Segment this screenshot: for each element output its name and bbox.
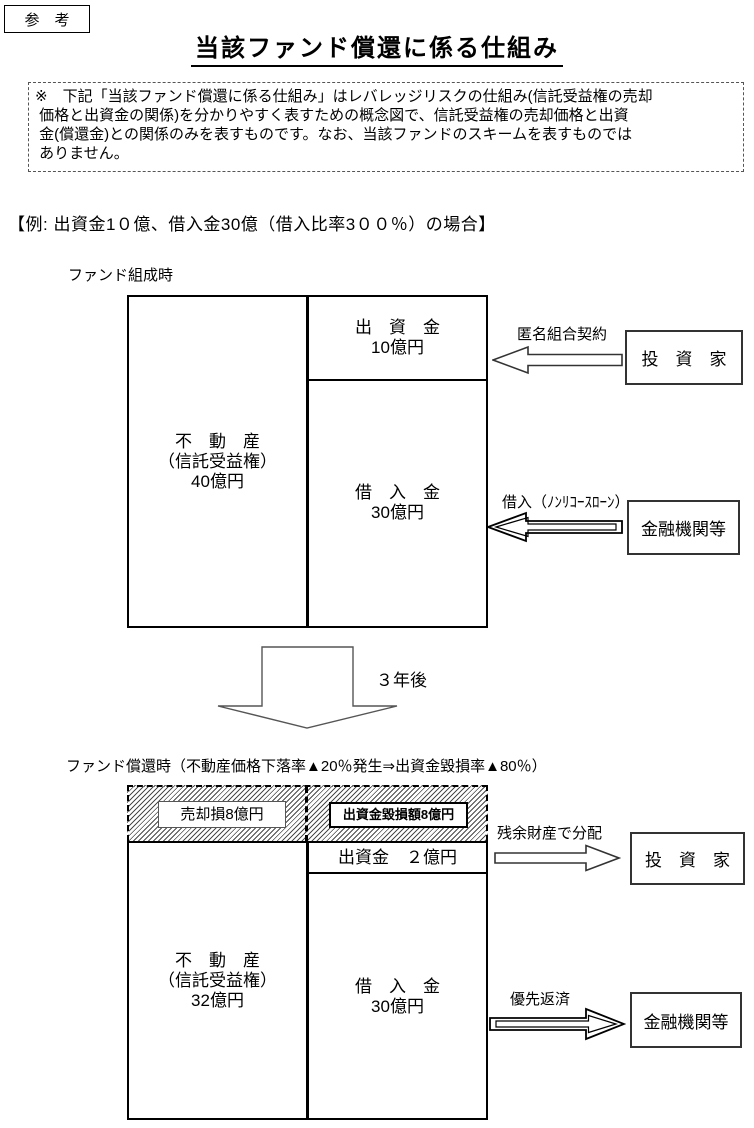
formation-equity-cell: 出 資 金 10億円 — [355, 318, 440, 357]
formation-diagram: 不 動 産 （信託受益権） 40億円 出 資 金 10億円 借 入 金 30億円 — [127, 295, 488, 628]
page-title-wrap: 当該ファンド償還に係る仕組み — [0, 28, 754, 67]
redemption-equity-cell: 出資金 ２億円 — [309, 843, 486, 874]
formation-real-estate-cell: 不 動 産 （信託受益権） 40億円 — [158, 431, 277, 491]
loss-band-divider — [305, 787, 308, 841]
formation-bank-box: 金融機関等 — [627, 500, 740, 555]
arrow-right-distribution-icon — [494, 844, 621, 872]
arrow-right-repayment-icon — [489, 1007, 626, 1041]
equity-loss-tag: 出資金毀損額8億円 — [329, 802, 468, 828]
formation-investor-box: 投 資 家 — [625, 330, 743, 385]
redemption-loan-cell: 借 入 金 30億円 — [355, 977, 440, 1016]
redemption-bank-box: 金融機関等 — [630, 992, 742, 1048]
redemption-investor-box: 投 資 家 — [630, 832, 745, 885]
three-years-later-label: ３年後 — [376, 671, 427, 690]
page-title: 当該ファンド償還に係る仕組み — [191, 28, 563, 67]
formation-column-divider — [306, 297, 309, 626]
redemption-section-label: ファンド償還時（不動産価格下落率▲20％発生⇒出資金毀損率▲80％） — [66, 758, 547, 775]
arrow-down-3years-icon — [217, 646, 398, 729]
example-condition: 【例: 出資金1０億、借入金30億（借入比率3００％）の場合】 — [8, 215, 496, 234]
priority-repayment-label: 優先返済 — [510, 991, 571, 1008]
arrow-left-loan-icon — [487, 511, 623, 543]
redemption-column-divider — [306, 843, 309, 1118]
residual-distribution-label: 残余財産で分配 — [497, 825, 603, 842]
formation-loan-cell: 借 入 金 30億円 — [355, 482, 440, 522]
disclaimer-note: ※ 下記「当該ファンド償還に係る仕組み」はレバレッジリスクの仕組み(信託受益権の… — [28, 82, 744, 172]
redemption-diagram: 不 動 産 （信託受益権） 32億円 出資金 ２億円 借 入 金 30億円 — [127, 841, 488, 1120]
anonymous-partnership-label: 匿名組合契約 — [517, 326, 608, 343]
loss-hatched-band: 売却損8億円 出資金毀損額8億円 — [127, 785, 488, 841]
redemption-real-estate-cell: 不 動 産 （信託受益権） 32億円 — [158, 950, 277, 1010]
formation-equity-loan-divider — [309, 379, 486, 381]
nonrecourse-loan-label: 借入（ﾉﾝﾘｺｰｽﾛｰﾝ） — [502, 494, 630, 511]
formation-section-label: ファンド組成時 — [68, 267, 174, 284]
sale-loss-tag: 売却損8億円 — [158, 801, 286, 828]
reference-badge: 参 考 — [4, 5, 90, 33]
arrow-left-equity-icon — [492, 345, 623, 375]
